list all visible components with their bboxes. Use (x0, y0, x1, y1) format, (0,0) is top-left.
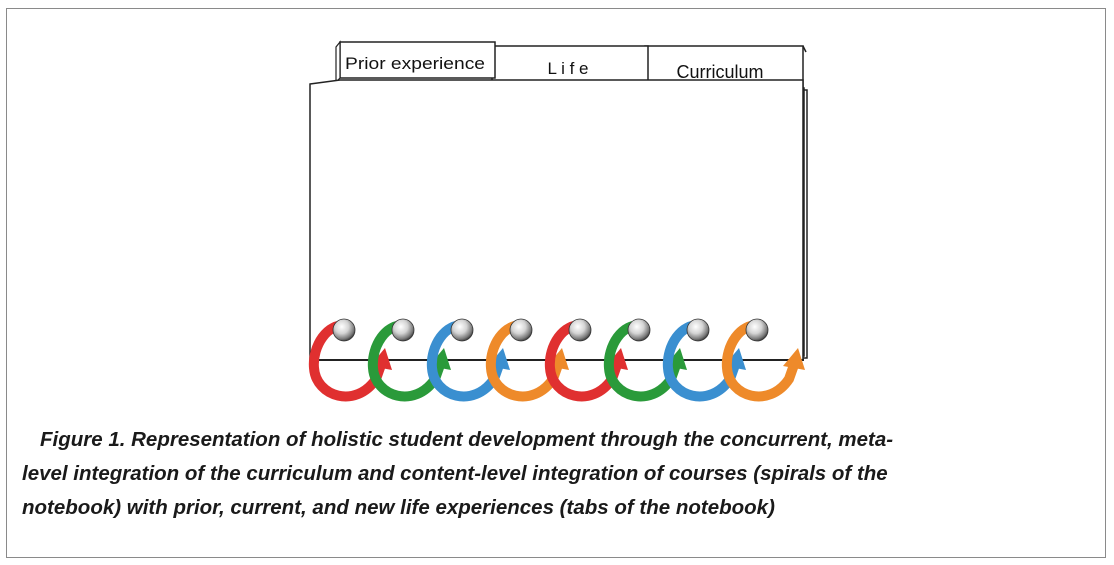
notebook-diagram: Curriculum L i f e Prior experience (308, 40, 808, 402)
spiral-coil (308, 320, 387, 402)
spiral-coil (426, 320, 505, 402)
binding-ring (745, 318, 769, 342)
figure-caption: Figure 1. Representation of holistic stu… (22, 423, 1092, 525)
spiral-coil (544, 320, 623, 402)
binding-ring (509, 318, 533, 342)
spiral-ring (426, 318, 510, 402)
caption-line-1: Figure 1. Representation of holistic stu… (40, 428, 894, 451)
binding-ring (627, 318, 651, 342)
tab-prior-experience: Prior experience (335, 40, 496, 84)
spiral-ring (662, 318, 746, 402)
caption-line-3: notebook) with prior, current, and new l… (22, 496, 775, 519)
tab-label-curriculum: Curriculum (676, 62, 763, 82)
spiral-coil (603, 320, 682, 402)
tab-label-life: L i f e (548, 59, 589, 78)
binding-ring (332, 318, 356, 342)
spiral-coil (485, 320, 564, 402)
caption-line-2: level integration of the curriculum and … (22, 462, 888, 485)
binding-ring (568, 318, 592, 342)
spiral-ring (367, 318, 451, 402)
tab-curriculum: Curriculum (644, 45, 807, 89)
spiral-coil (662, 320, 741, 402)
notebook-spirals (308, 318, 805, 402)
binding-ring (686, 318, 710, 342)
tab-label-prior-experience: Prior experience (345, 54, 485, 73)
spiral-coil (721, 320, 800, 402)
notebook-front-page (309, 79, 804, 361)
spiral-arrowhead (783, 348, 805, 370)
spiral-coil (367, 320, 446, 402)
binding-ring (450, 318, 474, 342)
binding-ring (391, 318, 415, 342)
spiral-ring (721, 318, 805, 402)
